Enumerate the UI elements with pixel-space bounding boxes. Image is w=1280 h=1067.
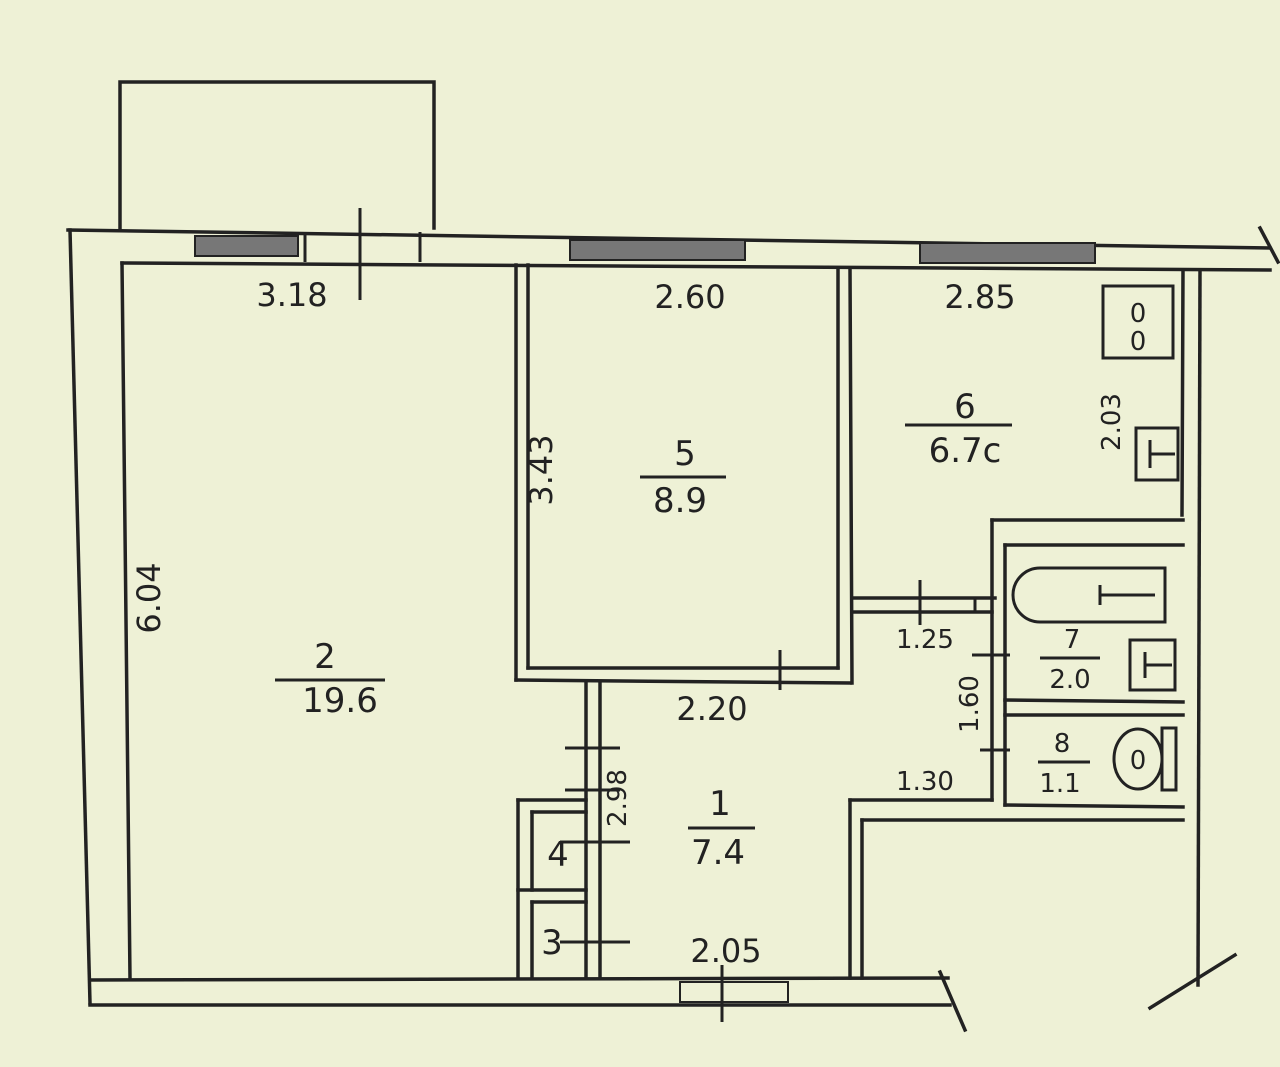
dim-hall-side: 1.30 [896, 767, 954, 797]
room-1-area: 7.4 [691, 833, 745, 873]
left-exterior-wall [68, 228, 132, 1005]
room-2: 2 19.6 [275, 637, 385, 721]
toilet-symbol: 0 [1130, 746, 1147, 776]
room-1: 1 7.4 [688, 784, 755, 873]
room-5: 5 8.9 [640, 434, 726, 521]
room-7: 7 2.0 [1040, 625, 1100, 695]
dim-hall-depth: 2.98 [603, 769, 633, 827]
room-6-number: 6 [954, 387, 976, 427]
toilet: 0 [1112, 726, 1178, 792]
stove-burner-2: 0 [1130, 327, 1147, 357]
dim-room6-depth: 2.03 [1097, 393, 1127, 451]
wall-room5-room6 [836, 266, 997, 685]
window-room-5 [569, 239, 746, 261]
dim-room6-width: 2.85 [944, 278, 1015, 316]
dim-room5-width: 2.60 [654, 278, 725, 316]
room-2-area: 19.6 [302, 681, 378, 721]
bathroom-block [848, 518, 1185, 980]
bathtub [1011, 566, 1167, 624]
dim-hall-width: 2.20 [676, 690, 747, 728]
room-8-number: 8 [1054, 729, 1071, 759]
entrance-door [679, 981, 789, 1003]
room-8: 8 1.1 [1038, 729, 1090, 799]
window-room-6 [919, 242, 1096, 264]
room-3-number: 3 [541, 923, 563, 963]
room-6-area: 6.7c [929, 431, 1002, 471]
room-5-area: 8.9 [653, 481, 707, 521]
dim-entrance-width: 2.05 [690, 932, 761, 970]
stove-burner-1: 0 [1130, 299, 1147, 329]
room-6: 6 6.7c [905, 387, 1012, 471]
room-2-number: 2 [314, 637, 336, 677]
kitchen-sink [1134, 426, 1180, 482]
bottom-exterior-wall [88, 965, 968, 1033]
hallway-closets [516, 680, 630, 980]
dim-room2-width: 3.18 [256, 276, 327, 314]
right-exterior-wall [1147, 268, 1238, 1011]
dim-bath-depth: 1.60 [955, 675, 985, 733]
kitchen-stove: 0 0 [1101, 284, 1175, 360]
room-1-number: 1 [709, 784, 731, 824]
dim-room5-depth: 3.43 [522, 434, 560, 505]
room-7-number: 7 [1064, 625, 1081, 655]
window-room-2 [194, 235, 299, 257]
wall-room2-room5 [514, 263, 852, 690]
dim-corridor-width: 1.25 [896, 625, 954, 655]
balcony [118, 80, 436, 230]
room-7-area: 2.0 [1049, 665, 1090, 695]
room-5-number: 5 [674, 434, 696, 474]
dim-room2-depth: 6.04 [130, 562, 168, 633]
room-8-area: 1.1 [1039, 769, 1080, 799]
room-4-number: 4 [547, 835, 569, 875]
bathroom-sink [1128, 638, 1177, 692]
